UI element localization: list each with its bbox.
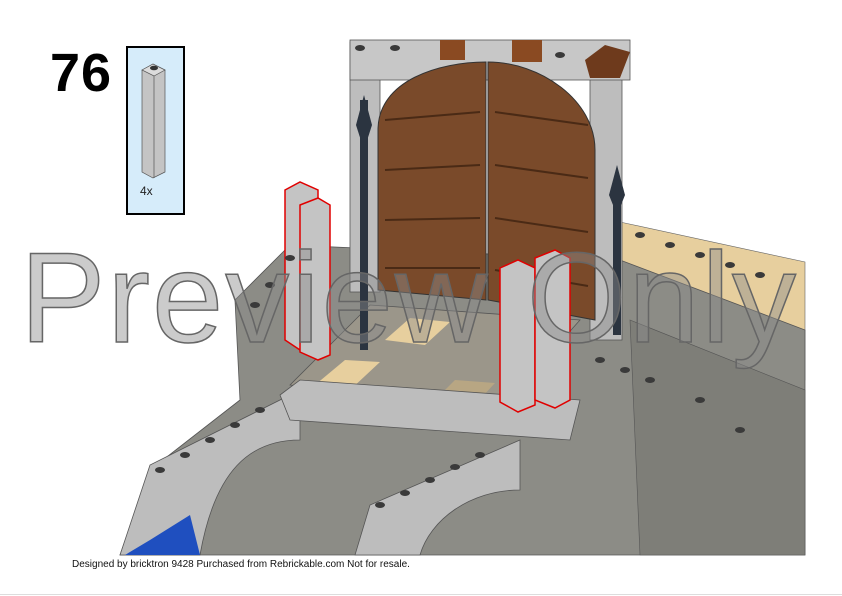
page-divider: [0, 594, 842, 595]
arch-front: [354, 439, 521, 556]
spear-right: [613, 185, 621, 335]
brown-brick-top: [440, 40, 465, 60]
spear-left: [360, 100, 368, 350]
door-right: [487, 61, 596, 321]
studs: [155, 45, 765, 508]
spear-left-tip: [356, 95, 372, 150]
footer-credit: Designed by bricktron 9428 Purchased fro…: [72, 559, 410, 570]
brick-1x1x5-icon: [141, 63, 166, 179]
brown-slope: [585, 45, 630, 78]
step-number: 76: [50, 43, 113, 103]
arch-left: [119, 389, 301, 556]
brown-brick-top-2: [512, 40, 542, 62]
blue-piece: [125, 515, 200, 555]
spear-right-tip: [609, 165, 625, 215]
preview-watermark: Preview Only: [19, 226, 798, 371]
part-quantity: 4x: [140, 184, 153, 198]
floor-tan-2: [385, 318, 450, 345]
stone-wall-right: [629, 319, 806, 556]
parts-callout: 4x: [126, 46, 185, 215]
door-left: [377, 61, 487, 301]
new-part-pillars: [284, 181, 571, 413]
